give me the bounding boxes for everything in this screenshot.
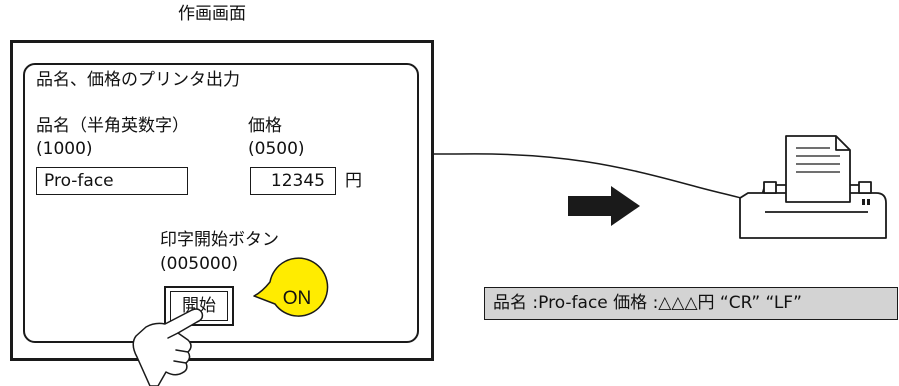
printer-output-text: 品名 :Pro-face 価格 :△△△円 “CR” “LF”	[484, 287, 898, 320]
price-label: 価格	[248, 116, 282, 136]
printer-icon	[739, 135, 887, 239]
panel-heading: 品名、価格のプリンタ出力	[36, 70, 240, 90]
pointing-hand-icon	[132, 308, 204, 386]
on-badge-label: ON	[283, 288, 312, 309]
arrow-right-icon	[568, 186, 640, 226]
price-field[interactable]: 12345	[250, 167, 336, 195]
price-address: (0500)	[248, 139, 305, 159]
screen-title: 作画画面	[178, 4, 246, 24]
product-name-field[interactable]: Pro-face	[36, 167, 188, 195]
product-address: (1000)	[36, 139, 93, 159]
print-button-caption: 印字開始ボタン	[160, 230, 279, 250]
cable-line	[434, 153, 749, 201]
on-badge: ON	[253, 257, 329, 317]
price-unit: 円	[345, 171, 362, 191]
product-label: 品名（半角英数字）	[36, 116, 189, 136]
print-button-address: (005000)	[160, 254, 239, 274]
